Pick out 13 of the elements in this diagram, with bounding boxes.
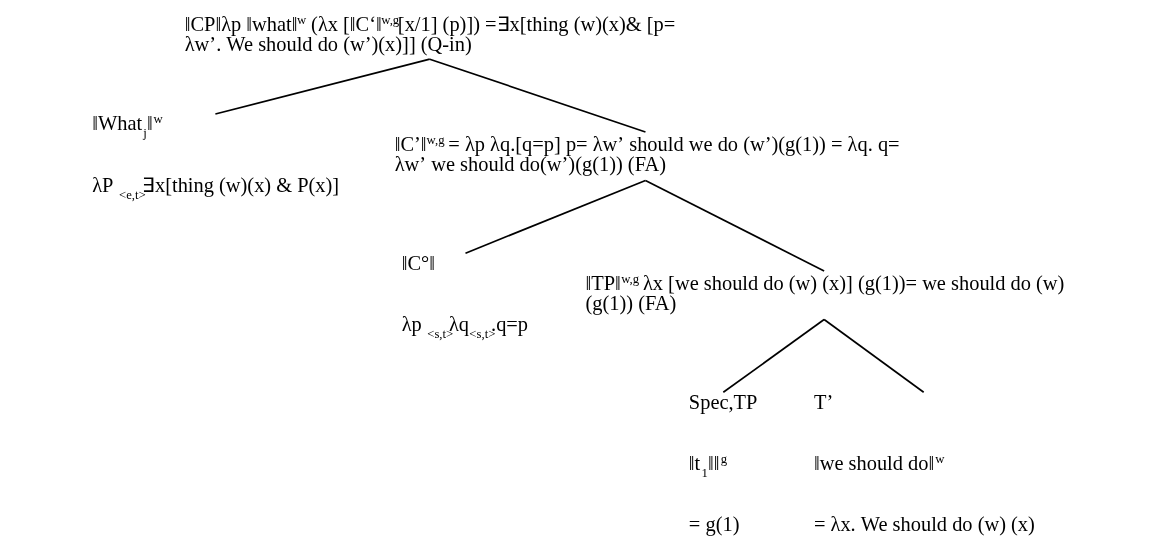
node-text: ‖What$_{j}$‖$^{w}$ λP $_{<e,t>}$∃x[thing (w)(x) & P(x)] bbox=[92, 112, 340, 202]
connector bbox=[428, 58, 647, 133]
connector bbox=[644, 179, 825, 272]
node-text: Spec,TP ‖t$_{1}$‖‖$^{g}$ = g(1) bbox=[688, 390, 758, 536]
connector bbox=[722, 318, 825, 394]
node-text: ‖TP‖$^{w,g}$ λx [we should do (w) (x)] (g(1))= we should do (w) (g(1)) (FA) bbox=[585, 271, 1065, 315]
node-text: T’ ‖we should do‖$^{w}$ = λx. We should do (w) (x) bbox=[813, 390, 1035, 536]
node-text: ‖C’‖$^{w,g}$ = λp λq.[q=p] p= λw’ should we do (w’)(g(1)) = λq. q= λw’ we should do(w’)(g(1)) (FA) bbox=[394, 132, 900, 176]
connector bbox=[214, 58, 431, 115]
connector bbox=[823, 318, 925, 394]
node-text: ‖CP‖λp ‖what‖$^{w}$ (λx [‖C‘‖$^{w,g}$[x/1] (p)]) =∃x[thing (w)(x)& [p= λw’. We should do (w’)(x)]] (Q-in) bbox=[184, 12, 676, 56]
node-text: ‖C°‖ λp $_{<s,t>}$λq$_{<s,t>}$.q=p bbox=[401, 251, 529, 341]
connector bbox=[464, 179, 647, 254]
